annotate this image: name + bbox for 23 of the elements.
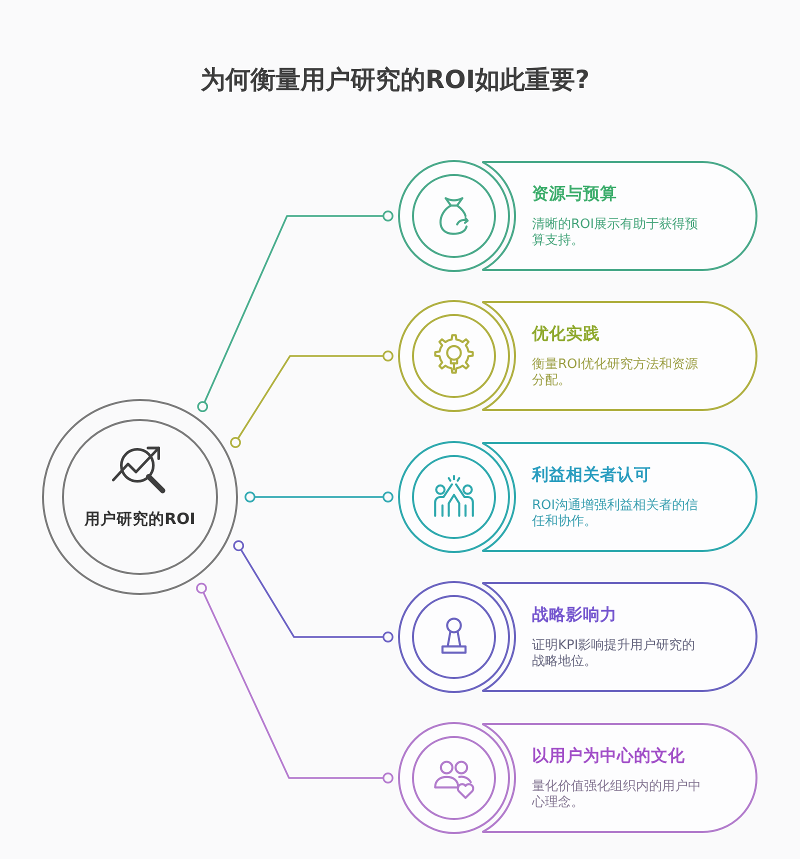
- connector-line: [230, 350, 394, 448]
- card-title: 利益相关者认可: [532, 464, 651, 486]
- connector-line: [244, 492, 394, 502]
- connector-line: [197, 210, 394, 412]
- card-description: 量化价值强化组织内的用户中心理念。: [532, 779, 702, 811]
- card-title: 战略影响力: [532, 604, 617, 626]
- hub-circle: [42, 399, 238, 595]
- title: 为何衡量用户研究的ROI如此重要?: [200, 64, 590, 96]
- pill-card: [398, 581, 758, 693]
- pill-card: [398, 300, 758, 412]
- card-description: 证明KPI影响提升用户研究的战略地位。: [532, 638, 696, 670]
- card-description: 清晰的ROI展示有助于获得预算支持。: [532, 217, 700, 249]
- card-description: 衡量ROI优化研究方法和资源分配。: [532, 357, 700, 389]
- pill-card: [398, 722, 758, 834]
- hub-label: 用户研究的ROI: [84, 509, 196, 529]
- card-title: 以用户为中心的文化: [532, 745, 685, 767]
- pill-card: [398, 160, 758, 272]
- card-title: 资源与预算: [532, 183, 617, 205]
- pill-card: [398, 441, 758, 553]
- connector-line: [233, 540, 394, 642]
- connector-line: [196, 582, 394, 784]
- card-description: ROI沟通增强利益相关者的信任和协作。: [532, 498, 700, 530]
- card-title: 优化实践: [532, 323, 600, 345]
